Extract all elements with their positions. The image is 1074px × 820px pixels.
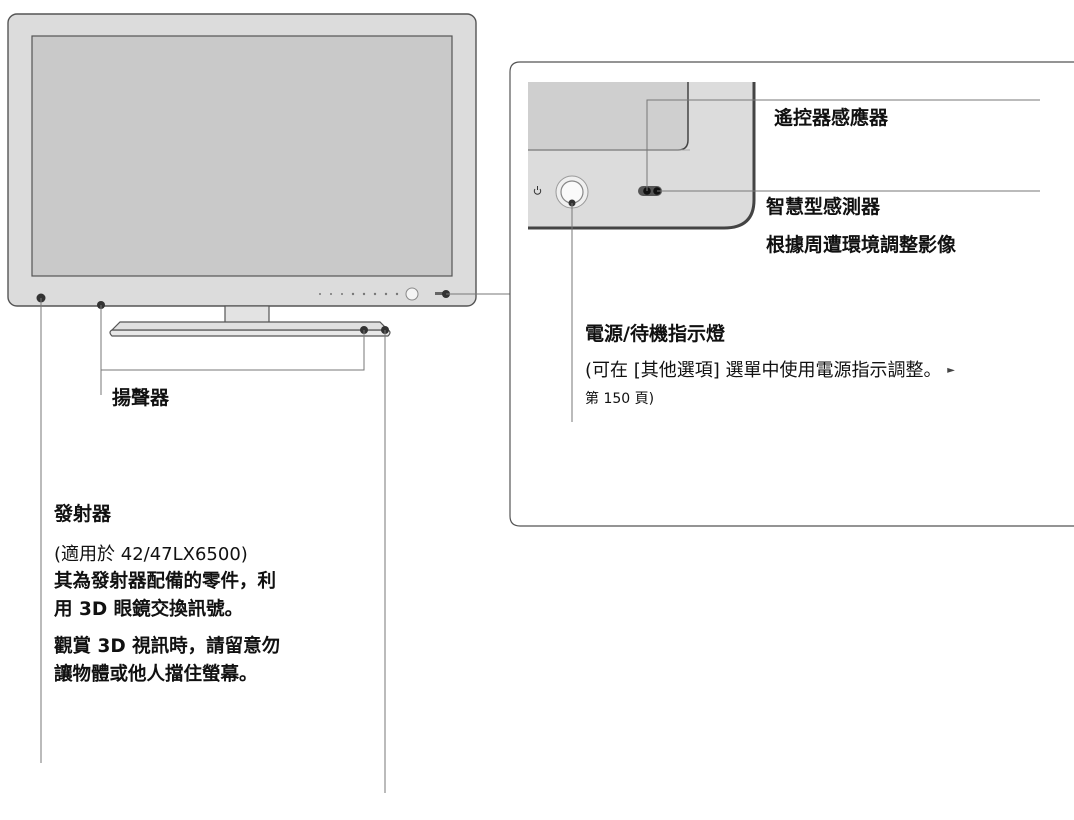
speaker-label: 揚聲器 [112, 387, 170, 409]
tv-front [7, 13, 477, 337]
emitter-desc-line1: 其為發射器配備的零件，利 [54, 571, 277, 592]
right-triangle-icon: ► [947, 365, 955, 376]
power-indicator-desc-text: (可在 [其他選項] 選單中使用電源指示調整。 [585, 360, 942, 381]
remote-sensor-label: 遙控器感應器 [774, 107, 889, 129]
control-dot [395, 292, 399, 296]
power-ring [405, 287, 419, 301]
power-indicator-desc: (可在 [其他選項] 選單中使用電源指示調整。 ► [585, 357, 955, 385]
control-dot [351, 292, 355, 296]
emitter-model-note: (適用於 42/47LX6500) [54, 544, 248, 565]
speaker-bracket [100, 305, 365, 371]
control-dot [362, 292, 366, 296]
remote-sensor-leader [646, 99, 1040, 191]
emitter-warn-line1: 觀賞 3D 視訊時，請留意勿 [54, 636, 281, 657]
control-dot [330, 293, 332, 295]
tv-screen [31, 35, 453, 277]
intelligent-sensor-line2: 根據周遭環境調整影像 [766, 234, 957, 256]
sensor-window [435, 292, 443, 295]
intelligent-sensor-line1: 智慧型感測器 [766, 196, 881, 218]
emitter-desc-line2: 用 3D 眼鏡交換訊號。 [54, 599, 244, 620]
emitter-title: 發射器 [54, 503, 112, 525]
control-buttons [319, 292, 399, 296]
power-indicator-page-ref: 第 150 頁) [585, 391, 655, 407]
inset-box [509, 61, 1074, 527]
tv-stand-neck [224, 305, 270, 325]
control-dot [373, 292, 377, 296]
tv-stand-top [110, 321, 390, 331]
power-icon [533, 186, 542, 195]
zoom-screen-fill [528, 82, 688, 150]
control-dot [341, 293, 343, 295]
inset-leaders [571, 99, 1040, 422]
leader-lines [40, 293, 510, 793]
tv-stand-base [109, 329, 391, 337]
power-indicator-title: 電源/待機指示燈 [585, 323, 725, 345]
control-dot [384, 292, 388, 296]
zoom-bezel-edge [528, 82, 756, 230]
power-icon-arc [533, 188, 542, 195]
emitter-warn-line2: 讓物體或他人擋住螢幕。 [54, 664, 258, 685]
control-dot [319, 293, 321, 295]
